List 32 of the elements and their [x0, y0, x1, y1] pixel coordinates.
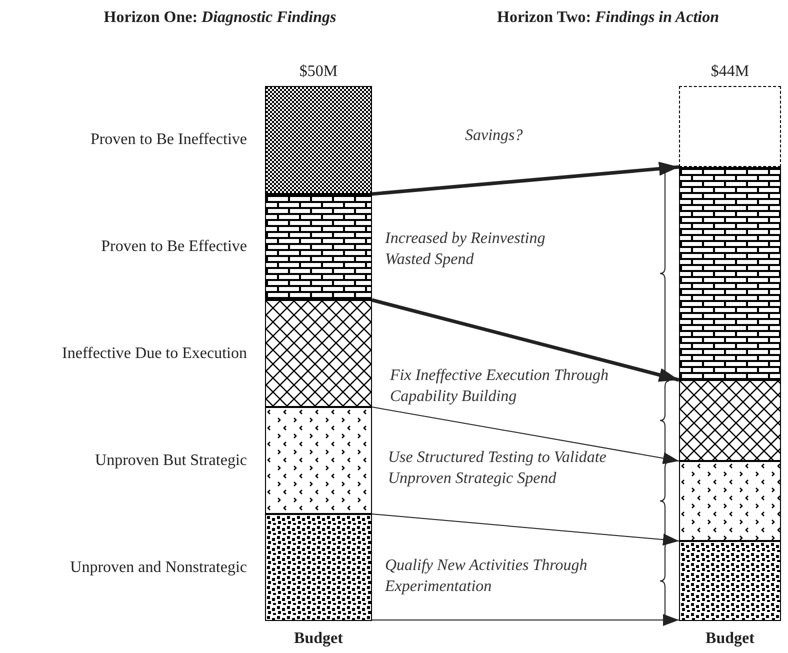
column-heading: Horizon One: Diagnostic Findings: [102, 8, 338, 28]
bar-segment: [679, 461, 781, 541]
annotation: Qualify New Activities Through Experimentation: [385, 556, 588, 597]
arrow: [372, 614, 680, 626]
category-label: Proven to Be Effective: [101, 237, 247, 257]
bar-segment: [679, 380, 781, 461]
column-heading: Horizon Two: Findings in Action: [497, 8, 720, 28]
stacked-bar: [679, 86, 781, 621]
bar-segment: [265, 194, 372, 300]
bar-segment: [265, 407, 372, 514]
category-label: Proven to Be Ineffective: [90, 130, 247, 150]
bar-segment: [679, 541, 781, 621]
annotation: Increased by Reinvesting Wasted Spend: [385, 229, 546, 270]
bar-segment: [265, 300, 372, 407]
arrow: [372, 162, 680, 196]
bar-segment: [265, 86, 372, 194]
axis-label: Budget: [704, 629, 756, 649]
axis-label: Budget: [293, 629, 344, 649]
bar-segment: [265, 514, 372, 621]
category-label: Ineffective Due to Execution: [62, 344, 247, 364]
arrow: [372, 406, 680, 464]
stacked-bar: [265, 86, 372, 621]
annotation: Fix Ineffective Execution Through Capability Building: [390, 366, 610, 407]
budget-amount: $44M: [710, 62, 750, 82]
budget-amount: $50M: [298, 62, 339, 82]
category-label: Unproven and Nonstrategic: [70, 558, 247, 578]
bar-segment: [679, 167, 781, 380]
arrow: [372, 514, 680, 546]
category-label: Unproven But Strategic: [95, 450, 247, 470]
annotation: Use Structured Testing to Validate Unproven Strategic Spend: [388, 448, 608, 489]
dashed-box: [679, 86, 781, 167]
annotation: Savings?: [465, 126, 523, 146]
